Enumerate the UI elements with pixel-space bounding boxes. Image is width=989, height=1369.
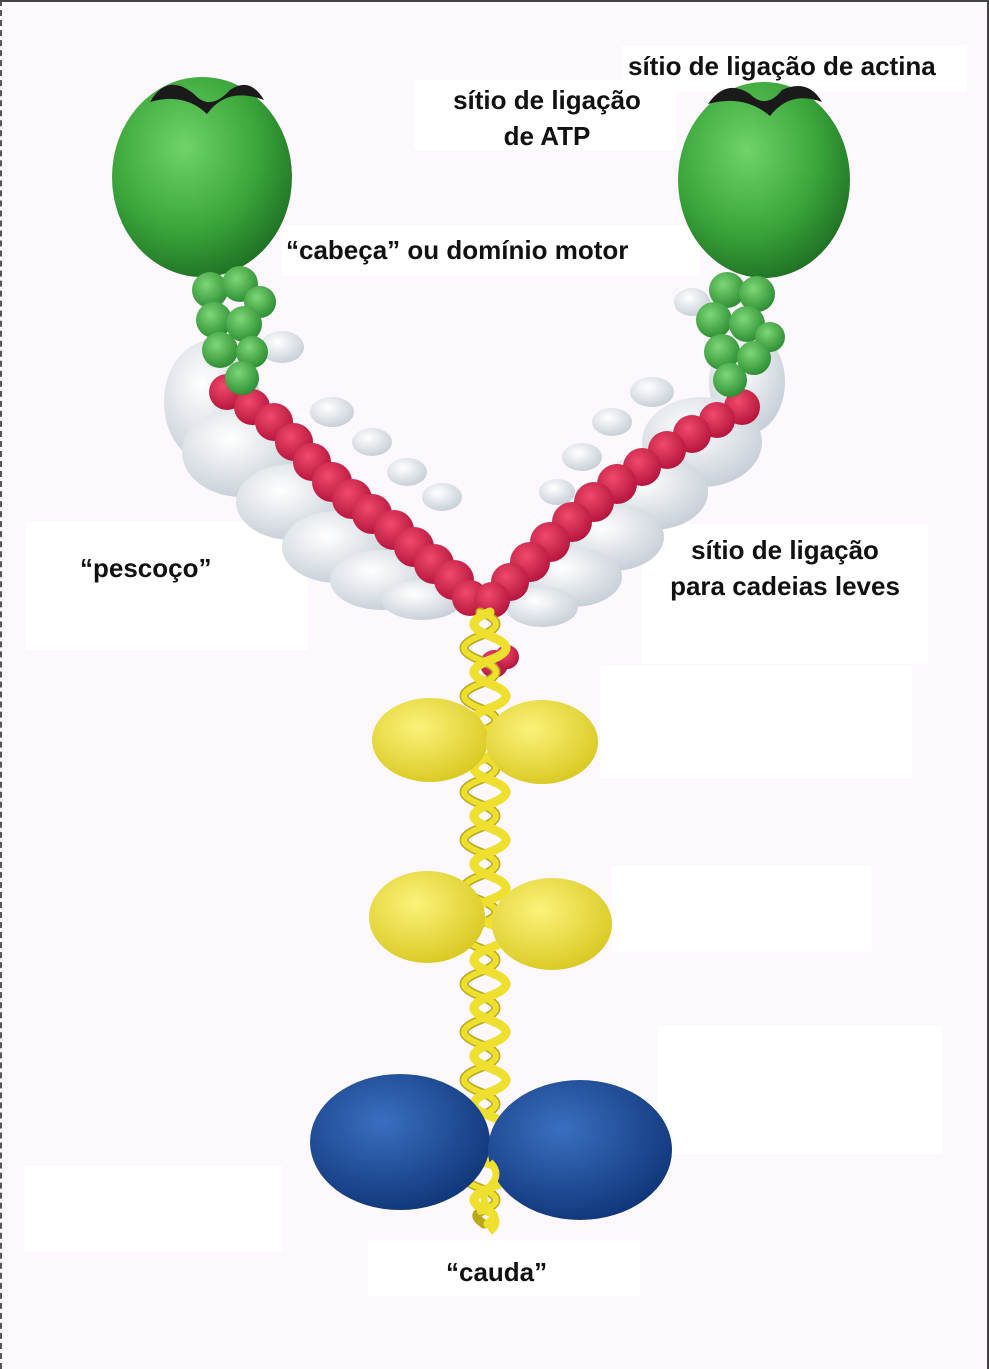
atp-binding-site-label-line2: de ATP: [422, 118, 672, 154]
motor-head-right: [678, 82, 850, 278]
light-chain-label-line2: para cadeias leves: [650, 568, 920, 604]
motor-head-left: [112, 77, 292, 277]
neck-label: “pescoço”: [80, 550, 212, 586]
actin-binding-site-label: sítio de ligação de actina: [628, 48, 936, 84]
atp-binding-site-label-line1: sítio de ligação: [422, 82, 672, 118]
tail-label: “cauda”: [446, 1254, 547, 1290]
motor-head-label: “cabeça” ou domínio motor: [286, 232, 628, 268]
light-chain-binding-site-label: sítio de ligação para cadeias leves: [650, 532, 920, 604]
atp-binding-site-label: sítio de ligação de ATP: [422, 82, 672, 154]
light-chain-label-line1: sítio de ligação: [650, 532, 920, 568]
